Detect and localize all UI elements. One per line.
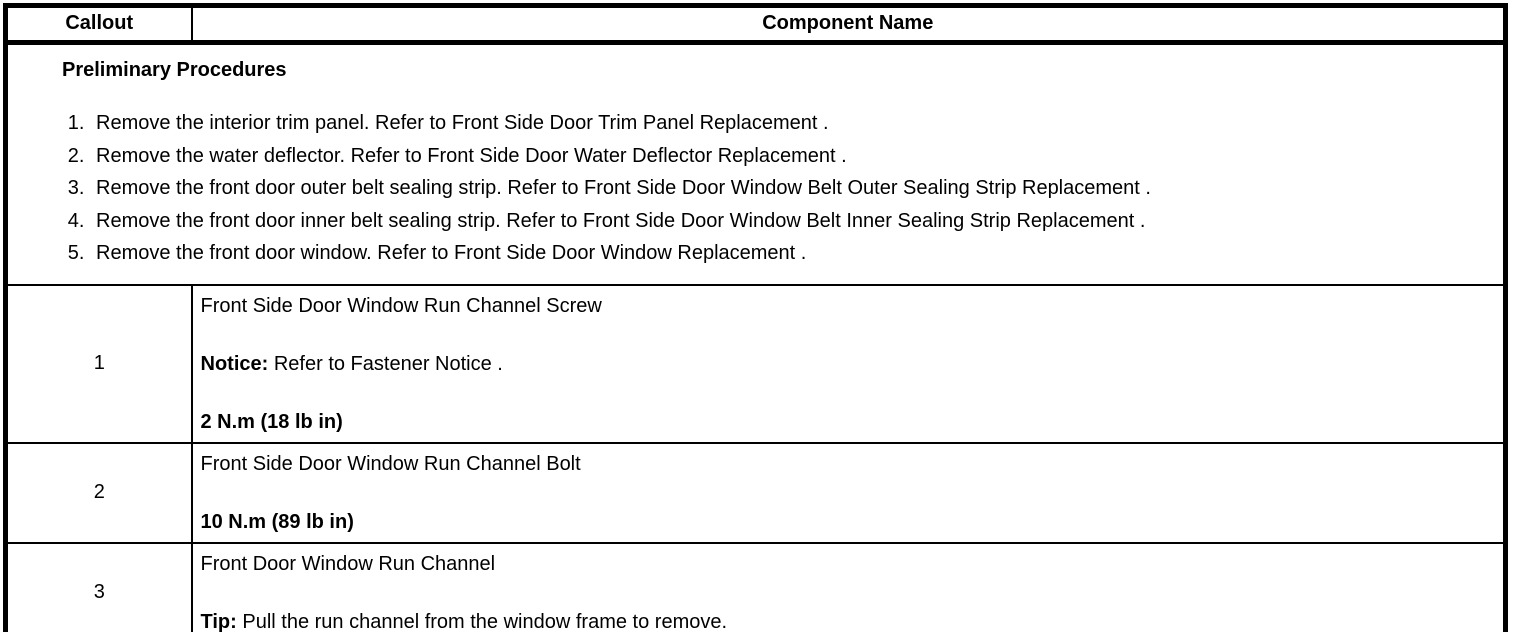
table-header-row: Callout Component Name (4, 4, 1507, 45)
component-name-text: Front Side Door Window Run Channel Bolt (200, 452, 581, 475)
component-tip-line: Tip: Pull the run channel from the windo… (201, 609, 1494, 632)
table-row-callout-3: 3 Front Door Window Run Channel Tip: Pul… (4, 541, 1507, 632)
table-row-callout-2: 2 Front Side Door Window Run Channel Bol… (4, 441, 1507, 544)
preliminary-procedures-cell: Preliminary Procedures Remove the interi… (4, 41, 1507, 286)
callout-column-header: Callout (4, 4, 193, 45)
callout-number-1: 1 (4, 283, 193, 444)
notice-text: Refer to Fastener Notice . (268, 352, 503, 375)
preliminary-step-1: Remove the interior trim panel. Refer to… (90, 107, 1483, 140)
component-name-text: Front Door Window Run Channel (200, 552, 496, 575)
preliminary-step-5: Remove the front door window. Refer to F… (90, 237, 1483, 270)
component-name-text: Front Side Door Window Run Channel Screw (200, 294, 602, 317)
notice-label: Notice: (200, 352, 269, 375)
table-row-callout-1: 1 Front Side Door Window Run Channel Scr… (4, 283, 1507, 444)
component-cell-3: Front Door Window Run Channel Tip: Pull … (190, 541, 1507, 632)
preliminary-procedures-row: Preliminary Procedures Remove the interi… (4, 41, 1507, 286)
component-notice-line: Notice: Refer to Fastener Notice . (201, 351, 1494, 377)
callout-number-3: 3 (4, 541, 193, 632)
preliminary-step-4: Remove the front door inner belt sealing… (90, 205, 1483, 238)
callout-number-2: 2 (4, 441, 193, 544)
component-cell-1: Front Side Door Window Run Channel Screw… (190, 283, 1507, 444)
component-callout-table: Callout Component Name Preliminary Proce… (3, 3, 1508, 632)
preliminary-steps-list: Remove the interior trim panel. Refer to… (62, 107, 1483, 270)
preliminary-step-3: Remove the front door outer belt sealing… (90, 172, 1483, 205)
component-name-column-header: Component Name (190, 4, 1507, 45)
tip-label: Tip: (200, 610, 237, 632)
preliminary-procedures-title: Preliminary Procedures (62, 59, 287, 81)
preliminary-step-2: Remove the water deflector. Refer to Fro… (90, 140, 1483, 173)
torque-spec: 2 N.m (18 lb in) (200, 410, 343, 433)
torque-spec: 10 N.m (89 lb in) (200, 510, 354, 533)
tip-text: Pull the run channel from the window fra… (236, 610, 728, 632)
component-cell-2: Front Side Door Window Run Channel Bolt … (190, 441, 1507, 544)
